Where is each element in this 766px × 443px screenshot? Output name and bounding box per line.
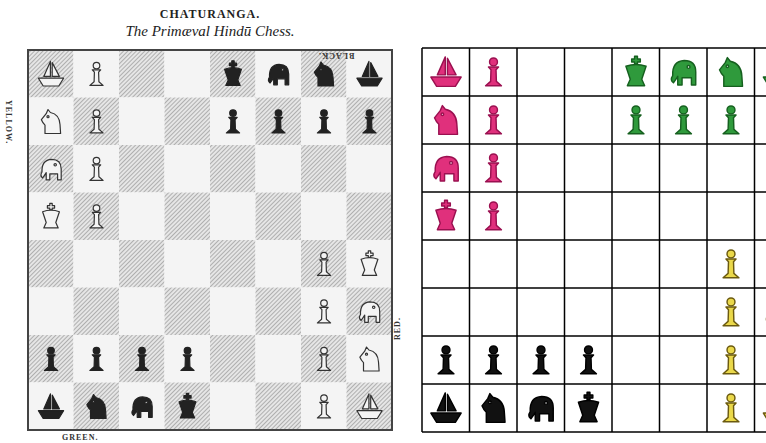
pawn-piece <box>135 347 148 370</box>
horse-piece <box>434 106 457 135</box>
colored-board <box>422 48 766 432</box>
boat-piece <box>357 394 382 419</box>
boat-piece <box>38 61 63 86</box>
pawn-piece <box>723 298 739 326</box>
king-piece <box>179 393 196 418</box>
horse-piece <box>87 395 106 419</box>
pawn-piece <box>363 110 376 133</box>
elephant-piece <box>671 60 695 84</box>
side-label: RED. <box>394 317 402 340</box>
pawn-piece <box>723 106 739 134</box>
pawn-piece <box>90 110 103 133</box>
side-label: BLACK. <box>318 51 354 59</box>
engraved-board <box>28 50 392 430</box>
king-piece <box>361 251 378 276</box>
pawn-piece <box>628 106 644 134</box>
pawn-piece <box>723 346 739 374</box>
pawn-piece <box>90 62 103 85</box>
king-piece <box>43 203 60 228</box>
boat-piece <box>763 393 766 423</box>
pawn-piece <box>438 346 454 374</box>
pawn-piece <box>486 202 502 230</box>
pawn-piece <box>723 394 739 422</box>
king-piece <box>578 392 598 422</box>
pawn-piece <box>44 347 57 370</box>
elephant-piece <box>359 302 379 322</box>
pawn-piece <box>226 110 239 133</box>
horse-piece <box>314 62 333 86</box>
pawn-piece <box>486 154 502 182</box>
king-piece <box>436 200 456 230</box>
pawn-piece <box>486 58 502 86</box>
pawn-piece <box>90 157 103 180</box>
pawn-piece <box>723 250 739 278</box>
subtitle: The Primæval Hindū Chess. <box>0 24 420 39</box>
boat-piece <box>357 61 382 86</box>
pawn-piece <box>317 300 330 323</box>
boat-piece <box>431 393 461 423</box>
king-piece <box>225 61 242 86</box>
horse-piece <box>41 110 60 134</box>
side-label: YELLOW. <box>4 100 12 144</box>
elephant-piece <box>529 396 553 420</box>
boat-piece <box>763 57 766 87</box>
pawn-piece <box>317 347 330 370</box>
king-piece <box>626 56 646 86</box>
horse-piece <box>360 347 379 371</box>
pawn-piece <box>181 347 194 370</box>
pawn-piece <box>317 395 330 418</box>
pawn-piece <box>486 346 502 374</box>
elephant-piece <box>41 159 61 179</box>
elephant-piece <box>434 156 458 180</box>
pawn-piece <box>581 346 597 374</box>
elephant-piece <box>268 64 288 84</box>
pawn-piece <box>317 110 330 133</box>
pawn-piece <box>90 205 103 228</box>
horse-piece <box>719 58 742 87</box>
horse-piece <box>482 394 505 423</box>
title: CHATURANGA. <box>0 8 420 20</box>
pawn-piece <box>317 252 330 275</box>
pawn-piece <box>533 346 549 374</box>
boat-piece <box>431 57 461 87</box>
side-label: GREEN. <box>62 434 98 442</box>
elephant-piece <box>132 397 152 417</box>
pawn-piece <box>676 106 692 134</box>
pawn-piece <box>272 110 285 133</box>
pawn-piece <box>90 347 103 370</box>
boat-piece <box>38 394 63 419</box>
pawn-piece <box>486 106 502 134</box>
